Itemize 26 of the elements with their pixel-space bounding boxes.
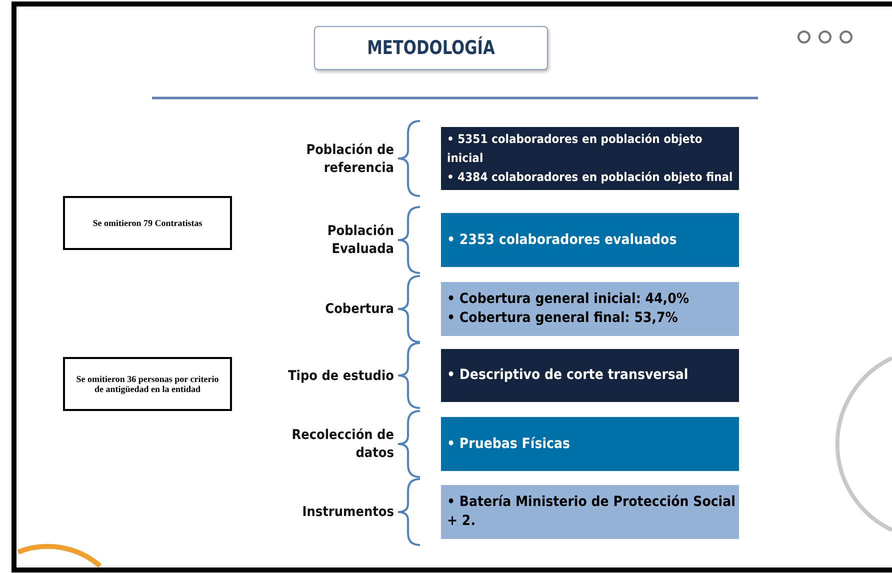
row-label: Recolección de datos	[290, 426, 394, 462]
bullet-text: • 4384 colaboradores en población objeto final	[447, 169, 734, 186]
row-label: Tipo de estudio	[287, 366, 394, 384]
info-box	[441, 485, 739, 539]
note-text: Se omitieron 36 personas por criterio de antigüedad en la entidad	[75, 374, 220, 394]
title-box	[314, 26, 548, 70]
bullet-text: • Cobertura general inicial: 44,0%	[447, 290, 690, 309]
bullet-text: • Descriptivo de corte transversal	[447, 366, 690, 385]
note-box	[63, 196, 232, 250]
row-label: Población de referencia	[305, 140, 394, 176]
bullet-text: • Batería Ministerio de Protección Social + 2.	[447, 493, 736, 531]
bullet-text: • Cobertura general final: 53,7%	[447, 309, 679, 328]
info-box	[441, 127, 739, 190]
row-label: Cobertura	[324, 300, 394, 318]
info-box	[441, 417, 739, 471]
note-box	[63, 357, 232, 411]
info-box	[441, 349, 739, 402]
row-label: Población Evaluada	[326, 222, 394, 258]
slide-title: METODOLOGÍA	[367, 37, 495, 59]
bullet-text: • 5351 colaboradores en población objeto inicial	[447, 131, 704, 167]
row-label: Instrumentos	[301, 503, 394, 521]
note-text: Se omitieron 79 Contratistas	[92, 218, 204, 228]
info-box	[441, 282, 739, 336]
info-box	[441, 213, 739, 267]
bullet-text: • Pruebas Físicas	[447, 434, 571, 454]
bullet-text: • 2353 colaboradores evaluados	[447, 230, 678, 250]
